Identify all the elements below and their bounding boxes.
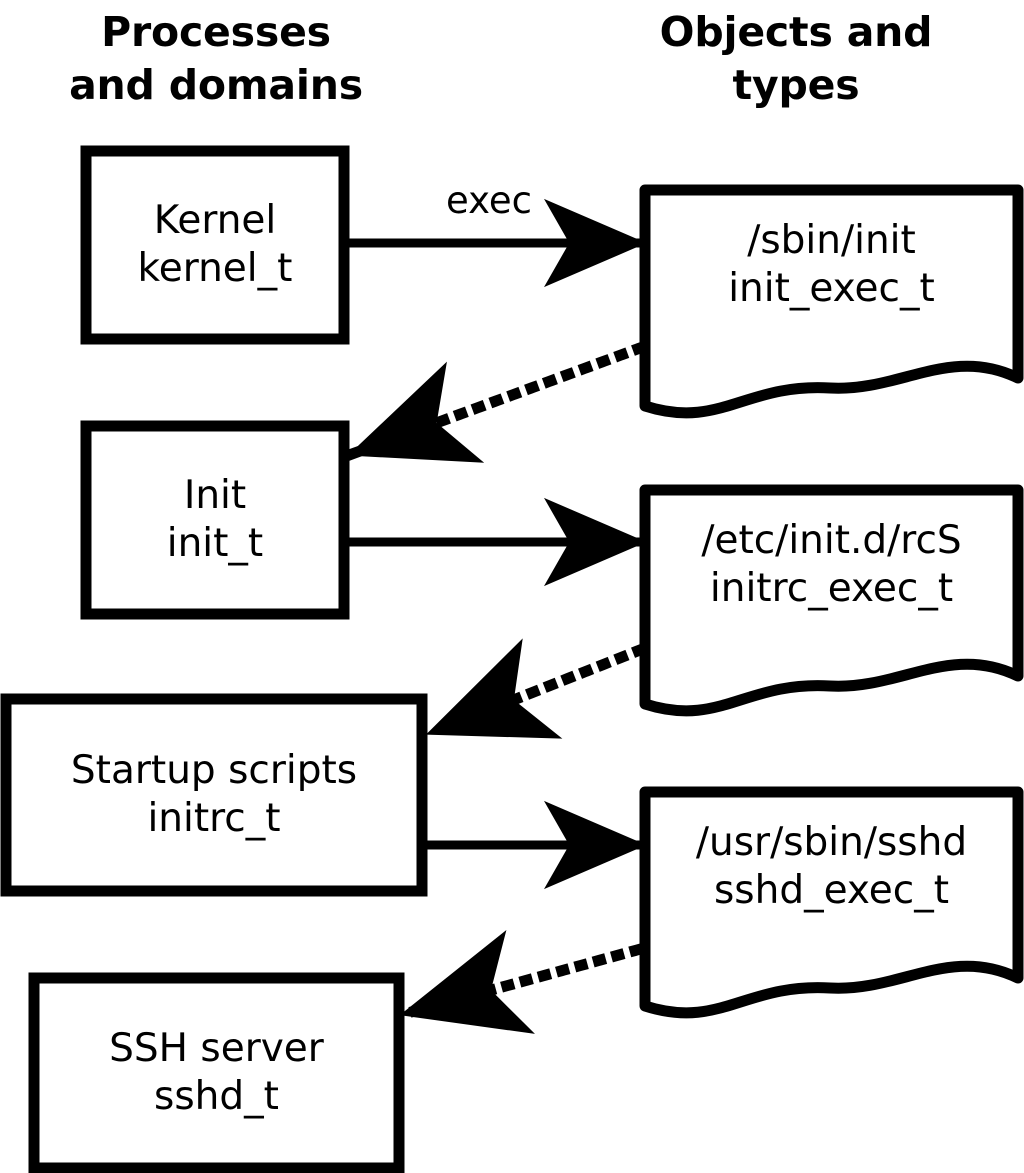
edge-initrc-exec-to-initrc	[422, 638, 648, 741]
object-node-initrc-exec[interactable]	[639, 484, 1024, 717]
process-node-kernel[interactable]	[80, 145, 350, 345]
process-node-init[interactable]	[80, 420, 350, 620]
edge-init-exec-to-init	[344, 340, 648, 463]
process-node-initrc[interactable]	[0, 693, 428, 897]
edge-label-exec: exec	[446, 179, 532, 222]
process-node-sshd[interactable]	[28, 972, 405, 1173]
object-node-init-exec[interactable]	[639, 184, 1024, 419]
column-header-objects: Objects and types	[659, 8, 933, 110]
edge-sshd-exec-to-sshd	[397, 929, 644, 1034]
object-node-sshd-exec[interactable]	[639, 786, 1024, 1019]
column-header-processes: Processes and domains	[69, 8, 363, 110]
